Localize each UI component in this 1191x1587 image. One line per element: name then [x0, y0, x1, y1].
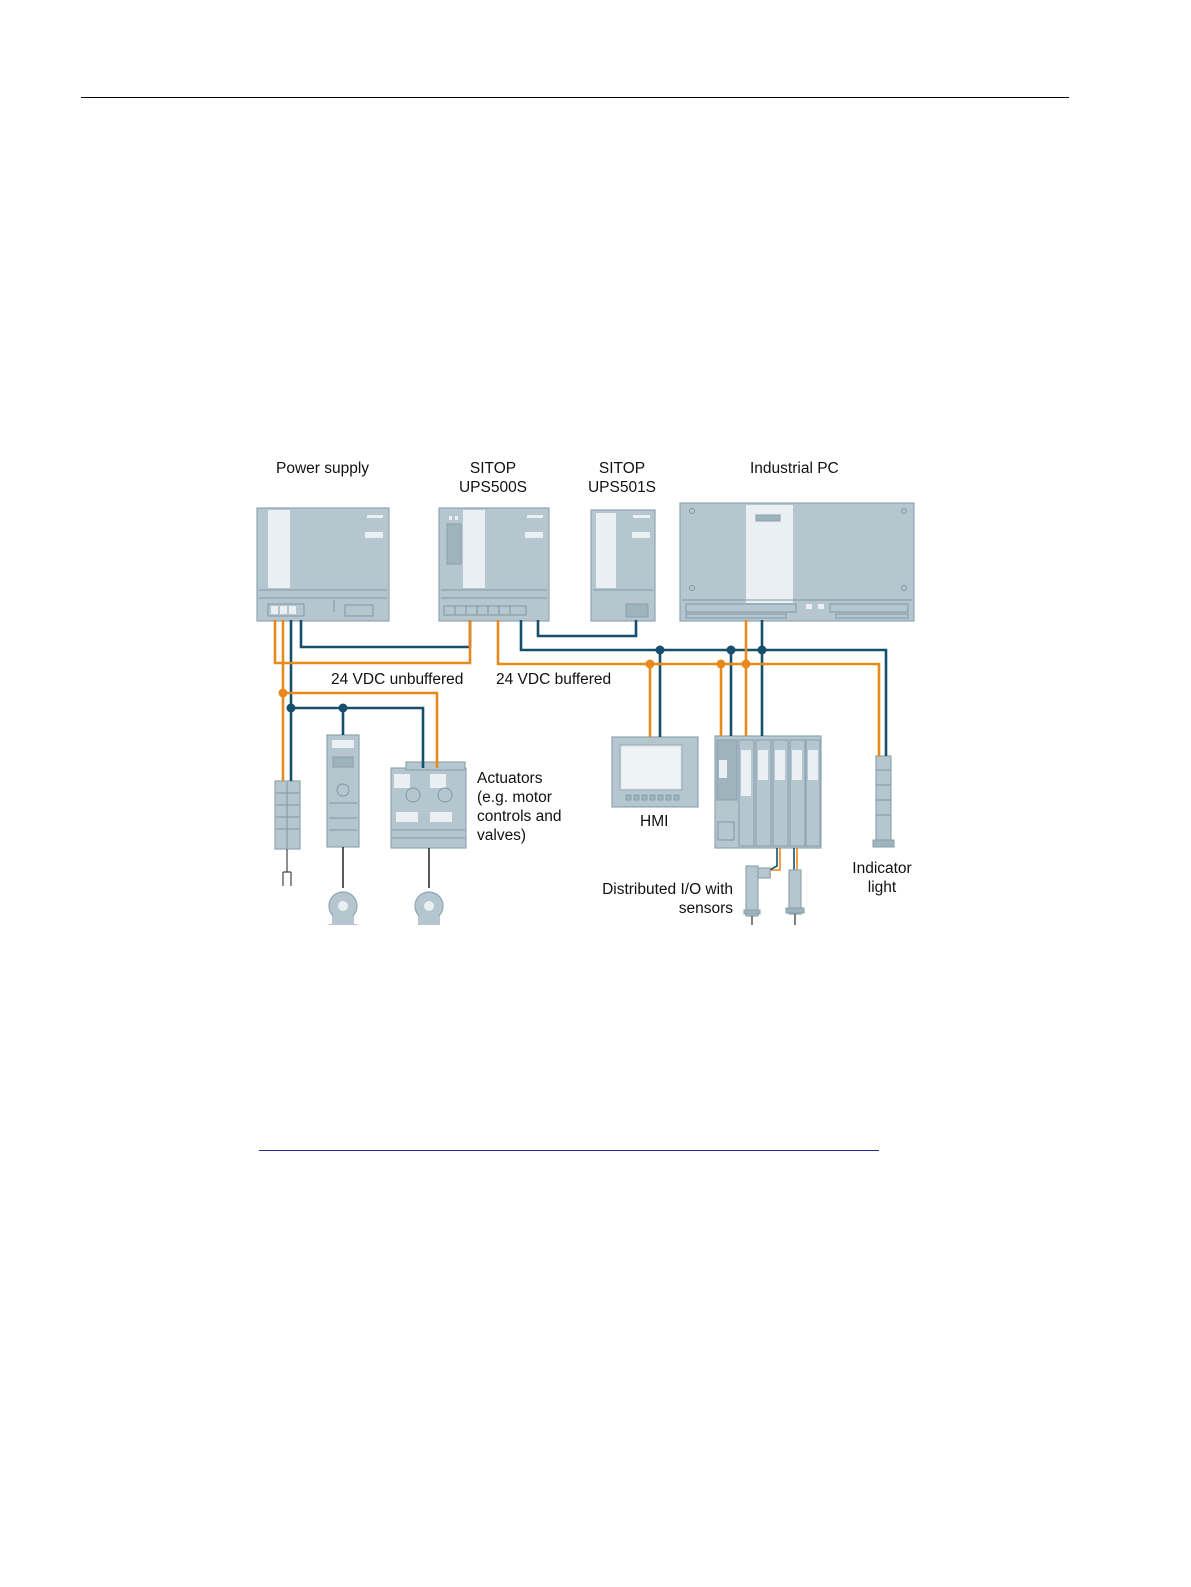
ups501s-label-line1: SITOP: [580, 459, 664, 478]
unbuffered-label: 24 VDC unbuffered: [331, 670, 463, 689]
actuators-label-line3: controls and: [477, 807, 561, 826]
power-supply-label: Power supply: [276, 459, 369, 478]
industrial-pc-label: Industrial PC: [750, 459, 839, 478]
footer-link-underline: [259, 1150, 879, 1151]
contactor-device: [391, 762, 466, 888]
sitop-ups500s-device: [439, 508, 549, 621]
sitop-ups501s-device: [591, 510, 655, 621]
ups500s-label-line2: UPS500S: [450, 478, 536, 497]
indicator-light-label: Indicator light: [840, 859, 924, 897]
hmi-label: HMI: [640, 812, 668, 831]
power-supply-device: [257, 508, 389, 621]
distributed-io-label: Distributed I/O with sensors: [560, 880, 733, 918]
actuators-label-line1: Actuators: [477, 769, 561, 788]
buffered-label: 24 VDC buffered: [496, 670, 611, 689]
indicator-light-label-line2: light: [840, 878, 924, 897]
sensor-icon: [744, 866, 770, 925]
motor-icon: [327, 892, 359, 925]
motor-starter-device: [327, 735, 359, 888]
ups500s-label: SITOP UPS500S: [450, 459, 536, 497]
ups500s-label-line1: SITOP: [450, 459, 536, 478]
indicator-light-label-line1: Indicator: [840, 859, 924, 878]
ups501s-label-line2: UPS501S: [580, 478, 664, 497]
ups501s-label: SITOP UPS501S: [580, 459, 664, 497]
industrial-pc-device: [680, 503, 914, 621]
hmi-device: [612, 737, 698, 807]
actuators-label-line2: (e.g. motor: [477, 788, 561, 807]
terminal-block-device: [275, 781, 300, 886]
distributed-io-label-line1: Distributed I/O with: [560, 880, 733, 899]
actuators-label: Actuators (e.g. motor controls and valve…: [477, 769, 561, 845]
motor-icon: [415, 892, 443, 925]
distributed-io-label-line2: sensors: [560, 899, 733, 918]
indicator-light-device: [873, 756, 894, 847]
actuators-label-line4: valves): [477, 826, 561, 845]
distributed-io-device: [715, 736, 821, 848]
sensor-icon: [786, 870, 804, 925]
